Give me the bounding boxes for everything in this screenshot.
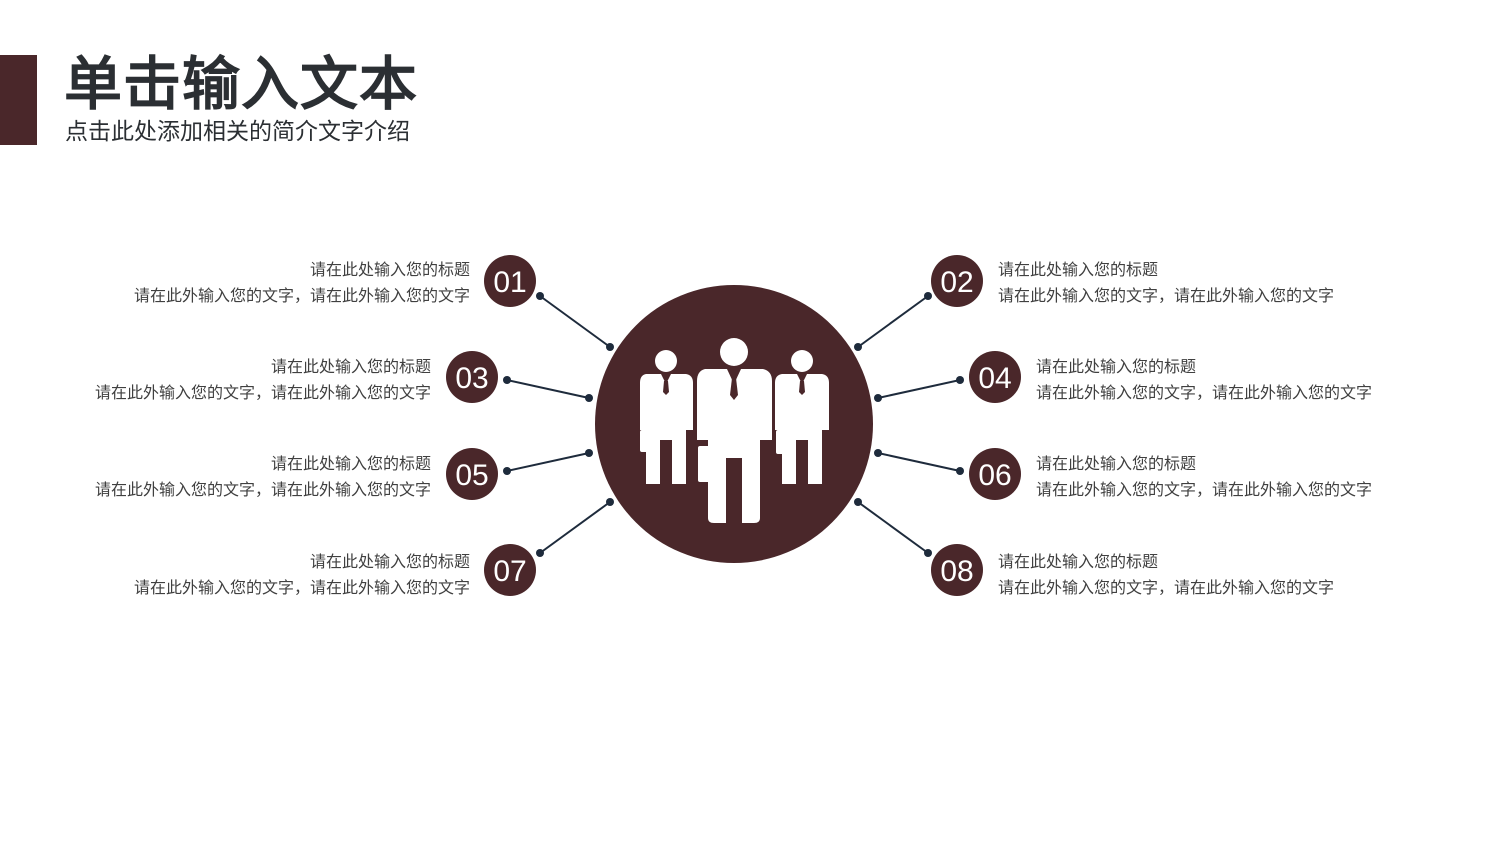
number-circle: [931, 255, 983, 307]
item-description[interactable]: 请在此外输入您的文字，请在此外输入您的文字: [998, 285, 1335, 305]
item-01-text: 请在此处输入您的标题 请在此外输入您的文字，请在此外输入您的文字: [130, 257, 470, 308]
item-title[interactable]: 请在此处输入您的标题: [1036, 357, 1197, 376]
accent-bar: [0, 55, 37, 145]
item-number: 08: [940, 555, 974, 588]
item-title[interactable]: 请在此处输入您的标题: [309, 260, 470, 279]
connector-line: [506, 379, 590, 399]
connector-line: [877, 452, 961, 472]
item-description[interactable]: 请在此外输入您的文字，请在此外输入您的文字: [1036, 382, 1373, 402]
item-08-text: 请在此处输入您的标题 请在此外输入您的文字，请在此外输入您的文字: [998, 549, 1338, 600]
connector-dot: [606, 343, 614, 351]
item-description[interactable]: 请在此外输入您的文字，请在此外输入您的文字: [133, 285, 470, 305]
connector-dot: [854, 498, 862, 506]
item-03-text: 请在此处输入您的标题 请在此外输入您的文字，请在此外输入您的文字: [91, 354, 431, 405]
item-number: 01: [493, 266, 527, 299]
connector-line: [506, 452, 590, 472]
connector-line: [877, 379, 961, 399]
item-title[interactable]: 请在此处输入您的标题: [309, 552, 470, 571]
item-title[interactable]: 请在此处输入您的标题: [270, 454, 431, 473]
item-description[interactable]: 请在此外输入您的文字，请在此外输入您的文字: [133, 577, 470, 597]
page-title[interactable]: 单击输入文本: [64, 50, 419, 118]
connector-dot: [536, 292, 544, 300]
connector-dot: [503, 467, 511, 475]
connector-lines: [503, 292, 964, 557]
connector-dot: [503, 376, 511, 384]
item-number: 05: [455, 459, 489, 492]
connector-dot: [924, 549, 932, 557]
connector-dot: [874, 449, 882, 457]
item-02-text: 请在此处输入您的标题 请在此外输入您的文字，请在此外输入您的文字: [998, 257, 1338, 308]
business-team-icon: [640, 338, 829, 523]
connector-line: [539, 295, 611, 348]
connector-dot: [585, 394, 593, 402]
connector-line: [857, 501, 929, 554]
item-07-text: 请在此处输入您的标题 请在此外输入您的文字，请在此外输入您的文字: [130, 549, 470, 600]
number-circle: [484, 255, 536, 307]
connector-line: [539, 501, 611, 554]
item-description[interactable]: 请在此外输入您的文字，请在此外输入您的文字: [94, 382, 431, 402]
item-description[interactable]: 请在此外输入您的文字，请在此外输入您的文字: [94, 479, 431, 499]
connector-dot: [956, 376, 964, 384]
connector-dot: [854, 343, 862, 351]
item-description[interactable]: 请在此外输入您的文字，请在此外输入您的文字: [1036, 479, 1373, 499]
number-circle: [484, 544, 536, 596]
number-circle: [446, 448, 498, 500]
number-circle: [969, 448, 1021, 500]
connector-dot: [606, 498, 614, 506]
number-circle: [446, 351, 498, 403]
number-circle: [931, 544, 983, 596]
item-04-text: 请在此处输入您的标题 请在此外输入您的文字，请在此外输入您的文字: [1036, 354, 1376, 405]
item-number: 02: [940, 266, 974, 299]
number-circle: [969, 351, 1021, 403]
connector-dot: [536, 549, 544, 557]
item-title[interactable]: 请在此处输入您的标题: [1036, 454, 1197, 473]
item-title[interactable]: 请在此处输入您的标题: [998, 552, 1159, 571]
item-06-text: 请在此处输入您的标题 请在此外输入您的文字，请在此外输入您的文字: [1036, 451, 1376, 502]
item-description[interactable]: 请在此外输入您的文字，请在此外输入您的文字: [998, 577, 1335, 597]
connector-dot: [874, 394, 882, 402]
page-subtitle[interactable]: 点击此处添加相关的简介文字介绍: [65, 119, 410, 145]
number-circles: [446, 255, 1021, 596]
item-number: 03: [455, 362, 489, 395]
item-title[interactable]: 请在此处输入您的标题: [270, 357, 431, 376]
connector-dot: [585, 449, 593, 457]
item-05-text: 请在此处输入您的标题 请在此外输入您的文字，请在此外输入您的文字: [91, 451, 431, 502]
connector-dot: [924, 292, 932, 300]
item-number: 06: [978, 459, 1012, 492]
connector-dot: [956, 467, 964, 475]
item-title[interactable]: 请在此处输入您的标题: [998, 260, 1159, 279]
item-number: 07: [493, 555, 527, 588]
item-number: 04: [978, 362, 1012, 395]
connector-line: [857, 295, 929, 348]
